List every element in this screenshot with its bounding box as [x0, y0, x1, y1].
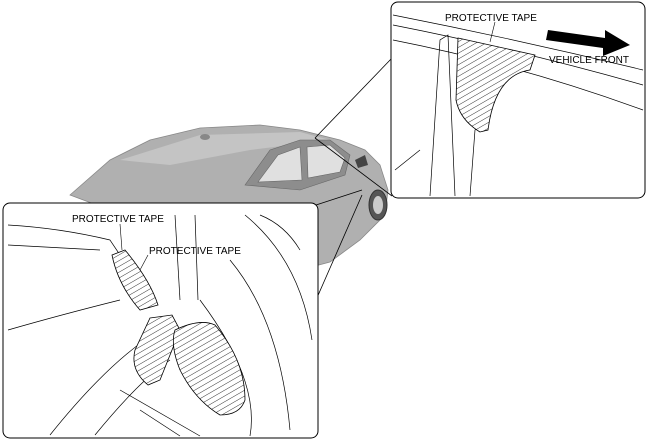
inset-floor-detail: PROTECTIVE TAPE PROTECTIVE TAPE — [2, 202, 319, 439]
label-protective-tape-top: PROTECTIVE TAPE — [445, 13, 537, 24]
label-protective-tape-bottom-2: PROTECTIVE TAPE — [149, 246, 241, 257]
label-protective-tape-bottom-1: PROTECTIVE TAPE — [72, 214, 164, 225]
leader-lines — [314, 57, 393, 301]
label-vehicle-front: VEHICLE FRONT — [549, 55, 629, 66]
inset-pillar-detail: PROTECTIVE TAPE VEHICLE FRONT — [390, 1, 646, 199]
arrow-forward-icon — [546, 30, 630, 56]
